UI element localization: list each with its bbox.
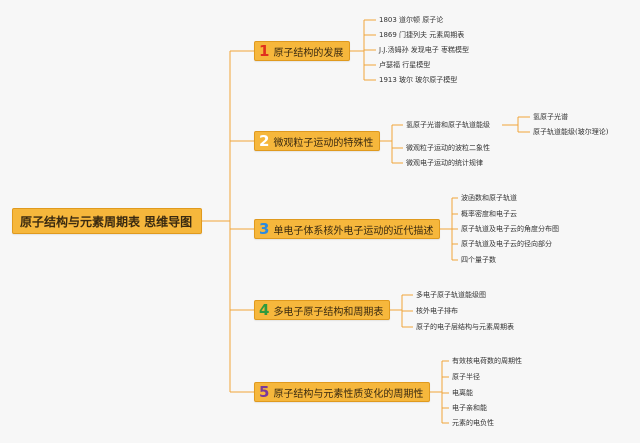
branch-2-node: 2 微观粒子运动的特殊性 xyxy=(254,131,381,151)
branch-3-leaf-4: 原子轨道及电子云的径向部分 xyxy=(461,240,552,248)
branch-3-leaf-3: 原子轨道及电子云的角度分布图 xyxy=(461,225,559,233)
branch-1-label: 原子结构的发展 xyxy=(273,47,344,59)
branch-3-leaf-2: 概率密度和电子云 xyxy=(461,210,517,218)
branch-2-leaf-3: 微观电子运动的统计规律 xyxy=(406,159,483,167)
branch-5-leaf-2: 原子半径 xyxy=(452,373,480,381)
branch-3-leaf-5: 四个量子数 xyxy=(461,256,496,264)
branch-5-leaf-5: 元素的电负性 xyxy=(452,419,494,427)
branch-2-number: 2 xyxy=(259,131,270,150)
branch-5-leaf-3: 电离能 xyxy=(452,389,473,397)
branch-4-label: 多电子原子结构和周期表 xyxy=(273,306,384,318)
branch-1-number: 1 xyxy=(259,41,270,60)
branch-2-subleaf-2: 原子轨道能级(玻尔理论) xyxy=(533,128,609,136)
branch-5-leaf-4: 电子亲和能 xyxy=(452,404,487,412)
branch-3-node: 3 单电子体系核外电子运动的近代描述 xyxy=(254,219,441,239)
branch-5-node: 5 原子结构与元素性质变化的周期性 xyxy=(254,382,431,402)
branch-4-leaf-2: 核外电子排布 xyxy=(416,307,458,315)
branch-3-leaf-1: 波函数和原子轨道 xyxy=(461,194,517,202)
branch-4-leaf-3: 原子的电子层结构与元素周期表 xyxy=(416,323,514,331)
branch-1-leaf-2: 1869 门捷列夫 元素周期表 xyxy=(379,31,465,39)
branch-1-leaf-3: J.J.汤姆孙 发现电子 枣糕模型 xyxy=(379,46,470,54)
branch-3-number: 3 xyxy=(259,219,270,238)
branch-5-leaf-1: 有效核电荷数的周期性 xyxy=(452,357,522,365)
branch-2-leaf-2: 微观粒子运动的波粒二象性 xyxy=(406,144,490,152)
root-node: 原子结构与元素周期表 思维导图 xyxy=(12,208,202,234)
branch-4-leaf-1: 多电子原子轨道能级图 xyxy=(416,291,486,299)
branch-1-leaf-4: 卢瑟福 行星模型 xyxy=(379,61,431,69)
branch-1-node: 1 原子结构的发展 xyxy=(254,41,351,61)
root-label: 原子结构与元素周期表 思维导图 xyxy=(20,214,193,229)
branch-2-label: 微观粒子运动的特殊性 xyxy=(273,137,374,149)
branch-4-node: 4 多电子原子结构和周期表 xyxy=(254,300,391,320)
branch-2-subleaf-1: 氢原子光谱 xyxy=(533,113,568,121)
branch-5-label: 原子结构与元素性质变化的周期性 xyxy=(273,388,424,400)
branch-1-leaf-1: 1803 道尔顿 原子论 xyxy=(379,16,444,24)
branch-1-leaf-5: 1913 玻尔 玻尔原子模型 xyxy=(379,76,458,84)
branch-2-leaf-1: 氢原子光谱和原子轨道能级 xyxy=(406,121,490,129)
branch-3-label: 单电子体系核外电子运动的近代描述 xyxy=(273,225,434,237)
branch-4-number: 4 xyxy=(259,300,270,319)
branch-5-number: 5 xyxy=(259,382,270,401)
